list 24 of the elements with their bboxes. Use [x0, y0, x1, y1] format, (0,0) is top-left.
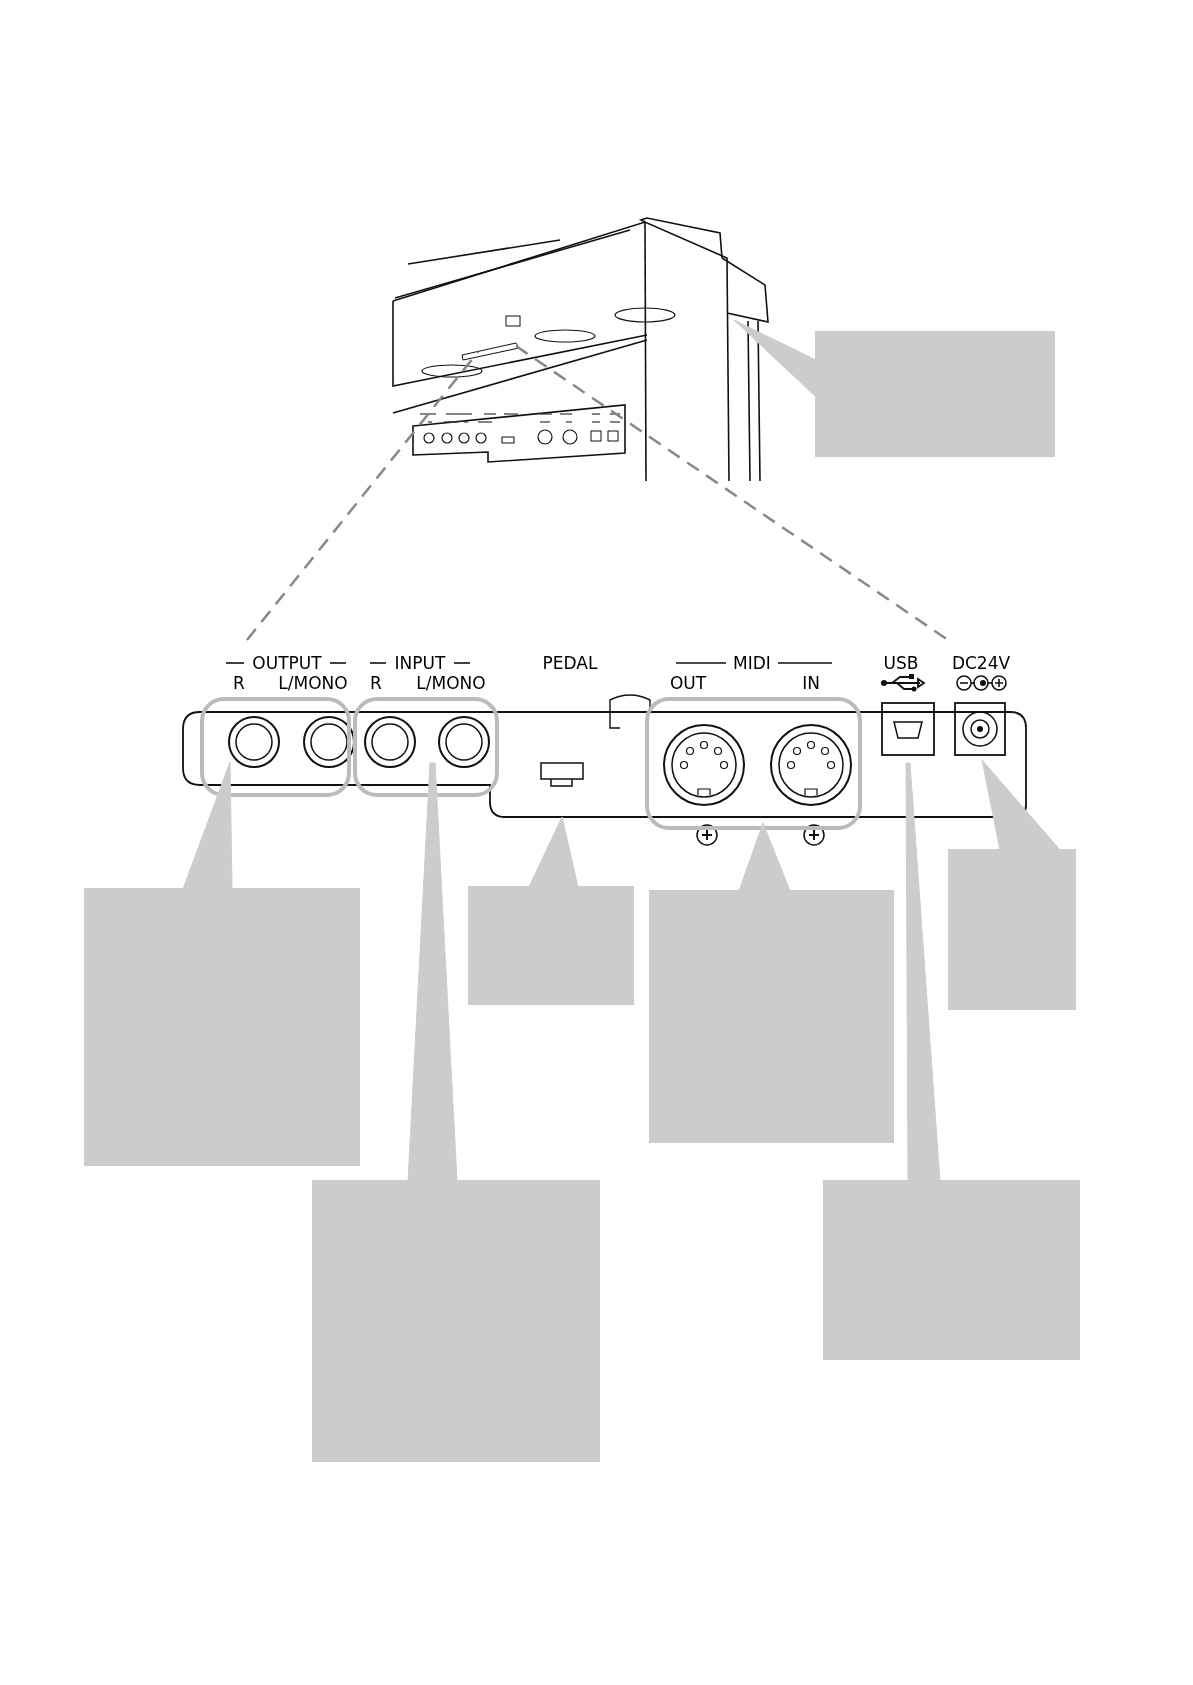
callout-pointer	[407, 762, 458, 1182]
callout-pointer	[981, 759, 1061, 851]
jack-label: R	[370, 674, 382, 692]
callout-pointer	[738, 822, 791, 892]
jack-label: R	[233, 674, 245, 692]
jack-label: L/MONO	[416, 674, 486, 692]
callout-pointer	[182, 761, 233, 890]
jack-label: MIDI	[733, 654, 771, 672]
callout-box	[823, 1180, 1080, 1360]
jack-label: OUTPUT	[252, 654, 322, 672]
callout-pointer	[733, 319, 817, 398]
jack-label: USB	[883, 654, 919, 672]
jack-label: L/MONO	[278, 674, 348, 692]
jack-label: INPUT	[394, 654, 446, 672]
callout-box	[468, 886, 634, 1005]
jack-label: IN	[802, 674, 820, 692]
callout-pointer	[528, 816, 579, 888]
jack-label: OUT	[669, 674, 707, 692]
jack-label: DC24V	[951, 654, 1011, 672]
callout-box	[312, 1180, 600, 1462]
callout-pointer	[905, 762, 941, 1182]
jack-label: PEDAL	[542, 654, 598, 672]
callout-box	[84, 888, 360, 1166]
callout-box	[649, 890, 894, 1143]
